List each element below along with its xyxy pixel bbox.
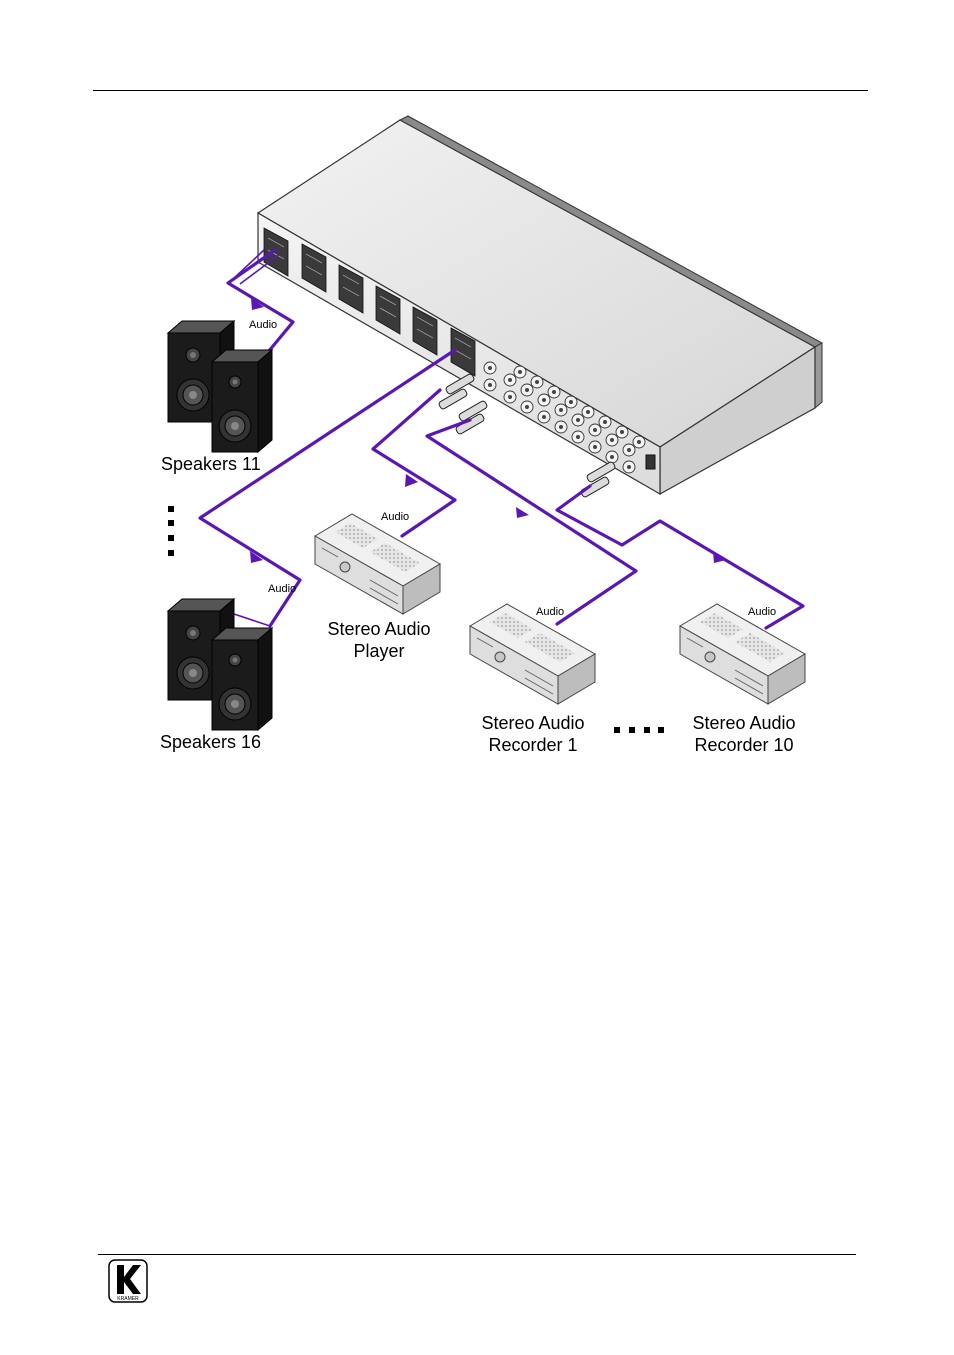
speakers-11 bbox=[166, 319, 274, 454]
cable-speakers-16 bbox=[198, 348, 457, 628]
matrix-switcher-unit bbox=[256, 115, 824, 496]
recorder-1-label-line1: Stereo Audio bbox=[481, 713, 584, 733]
footer-rule bbox=[98, 1254, 856, 1255]
power-connector bbox=[645, 454, 656, 470]
ellipsis-horizontal bbox=[614, 727, 664, 733]
recorder-10-label-line2: Recorder 10 bbox=[694, 735, 793, 755]
recorder-1-label-line2: Recorder 1 bbox=[488, 735, 577, 755]
audio-label-recorder-1: Audio bbox=[536, 606, 564, 618]
speakers-16-label: Speakers 16 bbox=[160, 732, 261, 752]
header-rule bbox=[93, 90, 868, 91]
cable-player bbox=[371, 388, 457, 538]
kramer-logo: KRAMER bbox=[108, 1259, 148, 1303]
audio-label-recorder-10: Audio bbox=[748, 606, 776, 618]
cable-speakers-11 bbox=[226, 248, 295, 354]
kramer-logo-text: KRAMER bbox=[117, 1296, 139, 1302]
audio-label-speakers-16: Audio bbox=[268, 583, 296, 595]
player-label-line1: Stereo Audio bbox=[327, 619, 430, 639]
stereo-audio-recorder-1-device bbox=[469, 603, 596, 705]
audio-label-player: Audio bbox=[381, 511, 409, 523]
stereo-audio-recorder-10-device bbox=[679, 603, 806, 705]
speakers-16 bbox=[166, 597, 274, 732]
cable-recorder-10 bbox=[555, 484, 805, 630]
rca-connector-grid bbox=[483, 361, 646, 474]
player-label-line2: Player bbox=[353, 641, 404, 661]
stereo-audio-player-device bbox=[314, 513, 441, 615]
signal-direction-arrows bbox=[250, 298, 726, 563]
cable-recorder-1 bbox=[425, 418, 638, 626]
ellipsis-vertical bbox=[168, 506, 174, 556]
audio-label-speakers-11: Audio bbox=[249, 319, 277, 331]
recorder-10-label-line1: Stereo Audio bbox=[692, 713, 795, 733]
speakers-11-label: Speakers 11 bbox=[161, 454, 261, 474]
